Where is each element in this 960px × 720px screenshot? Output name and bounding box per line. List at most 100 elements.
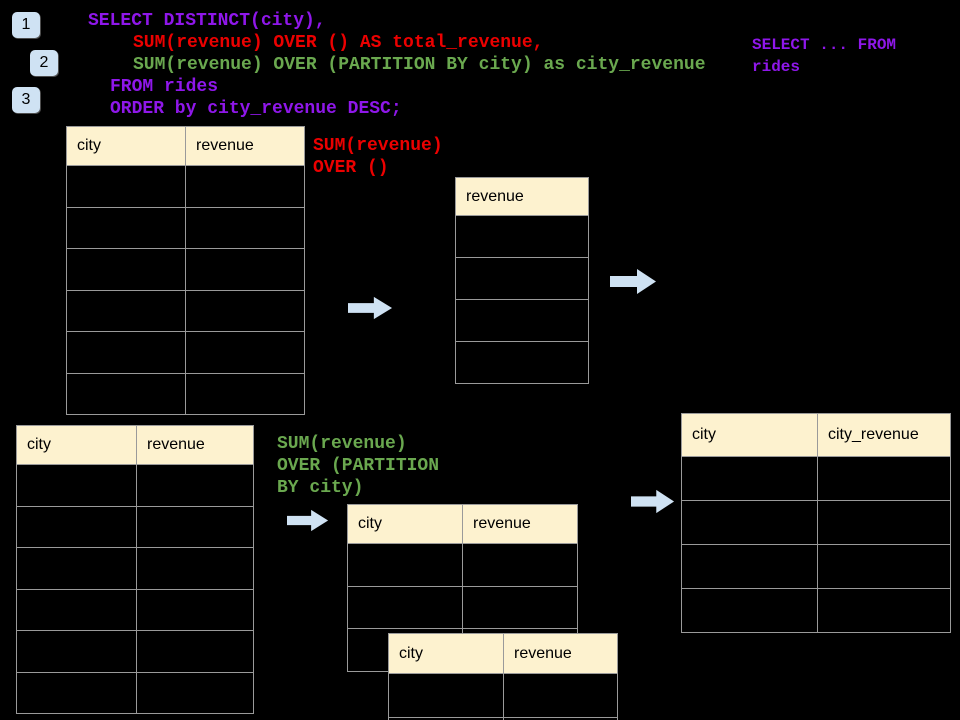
table-row <box>455 341 589 384</box>
table-cell-empty <box>503 717 618 720</box>
column-header-revenue: revenue <box>455 177 589 216</box>
table-cell-empty <box>185 289 305 332</box>
table-cell-empty <box>817 544 951 589</box>
table-cell-empty <box>455 257 589 300</box>
table-row <box>66 289 305 332</box>
code-line: FROM rides <box>110 77 219 97</box>
table-cell-empty <box>681 500 818 545</box>
table-cell-empty <box>185 248 305 291</box>
table-row <box>455 215 589 258</box>
table-result-city-revenue: city city_revenue <box>681 413 951 633</box>
table-cell-empty <box>136 505 254 548</box>
table-header-row: city revenue <box>347 504 578 544</box>
code-line: SUM(revenue) <box>277 434 407 454</box>
table-cell-empty <box>185 331 305 374</box>
table-header-row: city revenue <box>66 126 305 166</box>
table-row <box>66 165 305 208</box>
code-line: OVER () <box>313 158 389 178</box>
table-row <box>16 464 254 507</box>
table-cell-empty <box>136 588 254 631</box>
right-arrow-icon <box>348 296 393 320</box>
table-row <box>16 630 254 673</box>
step-badge-1: 1 <box>12 12 40 38</box>
code-line: SELECT DISTINCT(city), <box>88 11 326 31</box>
table-cell-empty <box>681 544 818 589</box>
column-header-revenue: revenue <box>136 425 254 465</box>
table-source-rides-top: city revenue <box>66 126 305 415</box>
column-header-city: city <box>66 126 186 166</box>
table-source-rides-bottom: city revenue <box>16 425 254 714</box>
code-line: BY city) <box>277 478 364 498</box>
table-cell-empty <box>817 456 951 501</box>
table-cell-empty <box>681 456 818 501</box>
table-cell-empty <box>462 585 578 629</box>
table-cell-empty <box>16 464 137 507</box>
code-line: SELECT ... FROM <box>752 36 897 54</box>
table-cell-empty <box>388 673 504 718</box>
table-row <box>455 299 589 342</box>
table-cell-empty <box>455 215 589 258</box>
table-cell-empty <box>681 588 818 633</box>
table-cell-empty <box>66 372 186 415</box>
table-cell-empty <box>66 206 186 249</box>
table-cell-empty <box>136 630 254 673</box>
table-cell-empty <box>185 165 305 208</box>
total-revenue-label: SUM(revenue)OVER () <box>313 135 443 179</box>
table-row <box>66 372 305 415</box>
table-cell-empty <box>136 464 254 507</box>
code-line: SUM(revenue) OVER () AS total_revenue, <box>133 33 544 53</box>
table-cell-empty <box>455 341 589 384</box>
table-row <box>16 547 254 590</box>
code-line: SUM(revenue) <box>313 136 443 156</box>
right-arrow-icon <box>610 268 657 295</box>
table-cell-empty <box>66 248 186 291</box>
table-header-row: city city_revenue <box>681 413 951 457</box>
table-cell-empty <box>817 588 951 633</box>
table-cell-empty <box>66 165 186 208</box>
table-row <box>66 248 305 291</box>
code-line: rides <box>752 58 801 76</box>
table-row <box>16 588 254 631</box>
table-cell-empty <box>16 505 137 548</box>
table-cell-empty <box>817 500 951 545</box>
table-row <box>347 543 578 587</box>
table-header-row: revenue <box>455 177 589 216</box>
column-header-city: city <box>681 413 818 457</box>
column-header-city: city <box>388 633 504 674</box>
step-badge-2: 2 <box>30 50 58 76</box>
table-row <box>681 544 951 589</box>
sql-query-code: SELECT DISTINCT(city),SUM(revenue) OVER … <box>88 10 706 120</box>
column-header-revenue: revenue <box>462 504 578 544</box>
table-row <box>681 588 951 633</box>
table-row <box>16 671 254 714</box>
table-cell-empty <box>185 372 305 415</box>
table-cell-empty <box>185 206 305 249</box>
table-row <box>455 257 589 300</box>
table-partition-group-2: city revenue <box>388 633 618 720</box>
table-cell-empty <box>462 543 578 587</box>
table-total-revenue: revenue <box>455 177 589 384</box>
table-cell-empty <box>503 673 618 718</box>
column-header-city: city <box>347 504 463 544</box>
table-row <box>66 331 305 374</box>
column-header-revenue: revenue <box>503 633 618 674</box>
table-cell-empty <box>16 547 137 590</box>
column-header-city-revenue: city_revenue <box>817 413 951 457</box>
table-row <box>388 673 618 718</box>
table-cell-empty <box>136 671 254 714</box>
table-cell-empty <box>455 299 589 342</box>
table-row <box>388 717 618 720</box>
from-rides-snippet: SELECT ... FROM rides <box>752 34 896 78</box>
right-arrow-icon <box>287 509 329 532</box>
table-cell-empty <box>66 331 186 374</box>
table-row <box>16 505 254 548</box>
right-arrow-icon <box>631 489 675 514</box>
code-line: SUM(revenue) OVER (PARTITION BY city) as… <box>133 55 706 75</box>
table-cell-empty <box>16 671 137 714</box>
code-line: OVER (PARTITION <box>277 456 440 476</box>
table-cell-empty <box>347 585 463 629</box>
table-cell-empty <box>16 588 137 631</box>
table-cell-empty <box>136 547 254 590</box>
table-row <box>681 456 951 501</box>
